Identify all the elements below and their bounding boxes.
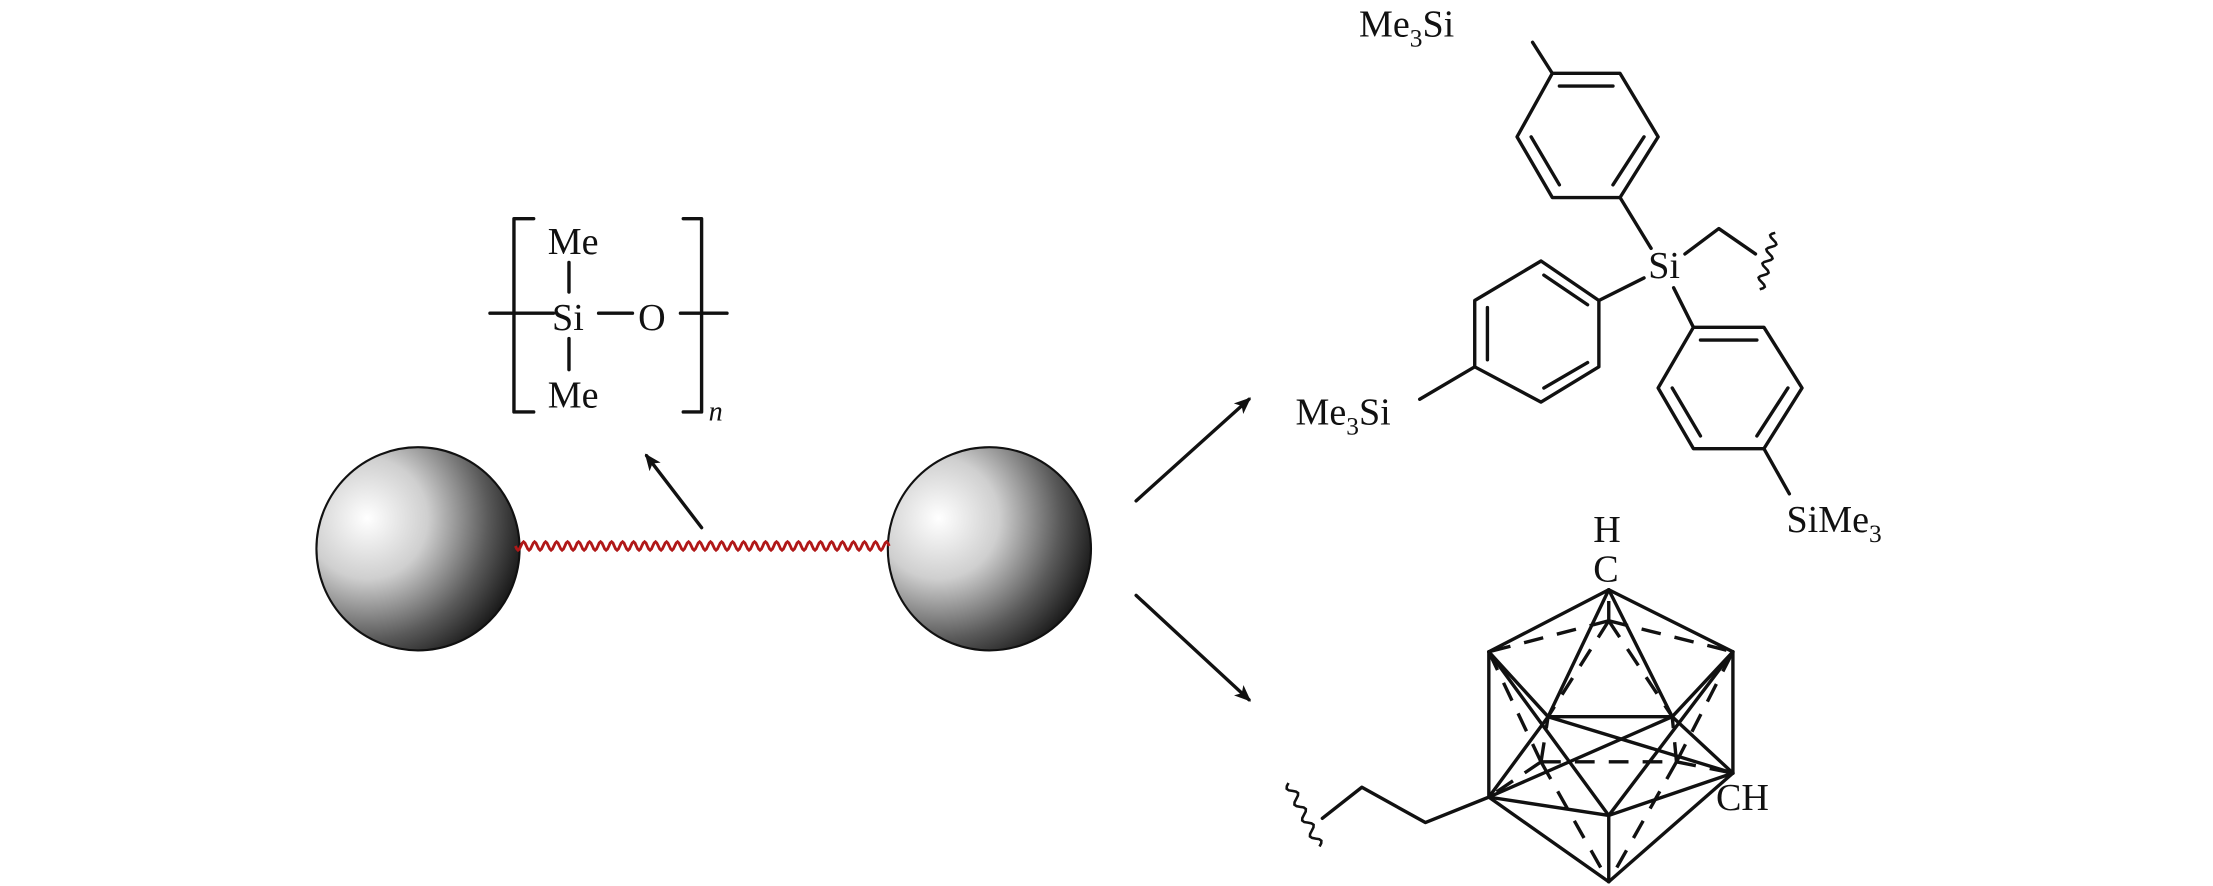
label-right-sime3: SiMe3 (1787, 499, 1882, 548)
red-wavy-linker (514, 539, 891, 553)
label-si: Si (552, 297, 584, 339)
cage-edge-UL-BM (1487, 650, 1611, 818)
label-top-me3si: Me3Si (1359, 4, 1454, 53)
cage-edge-BM-CH (1607, 771, 1735, 818)
cage-edge-BRx-B (1607, 761, 1678, 883)
cage-edge-BU-MR (1607, 619, 1674, 718)
cage-front-edges (1487, 588, 1735, 884)
right-benzene-ring (1656, 325, 1804, 451)
cage-edge-BRx-CH (1676, 760, 1734, 775)
cage-edge-BU-UL (1488, 619, 1610, 654)
label-repeat-n: n (709, 396, 723, 427)
bond-left-si (1418, 365, 1477, 401)
cage-edge-T-UL (1487, 588, 1611, 654)
cage-edge-MR-CH (1670, 715, 1735, 775)
cage-back-edges (1487, 589, 1735, 883)
cage-edge-BLx-LL (1487, 760, 1542, 799)
carborane-attachment-wavy-bond (1285, 782, 1323, 848)
arrow-to-polymer (644, 453, 704, 530)
label-left-me3si: Me3Si (1296, 392, 1391, 441)
ethylene-linker-bonds (1320, 785, 1491, 825)
left-benzene-ring (1473, 259, 1601, 404)
attachment-wavy-bond (1757, 231, 1778, 291)
cage-edge-BLx-B (1539, 761, 1611, 883)
cage-edge-BLx-UL (1487, 651, 1543, 763)
pdms-repeat-unit: Me Si O Me n (488, 216, 729, 427)
bond-si-left-ring (1597, 276, 1646, 303)
label-carborane-ch: CH (1716, 777, 1769, 819)
tris-trimethylsilylphenyl-silane: Me3Si Si Me3Si SiMe3 (1296, 4, 1882, 548)
right-sphere (886, 446, 1093, 652)
cage-edge-ML-CH (1546, 715, 1735, 775)
cage-edge-BU-ML (1546, 619, 1611, 718)
label-o: O (638, 297, 666, 339)
top-ring-double-bonds (1529, 84, 1646, 187)
bond-si-ch2 (1683, 226, 1758, 256)
cage-edge-MR-LL (1487, 715, 1674, 799)
cage-edge-BRx-MR (1670, 716, 1679, 763)
cage-edge-UR-BM (1607, 650, 1735, 818)
bond-ring-si (1618, 195, 1653, 250)
cage-edge-BU-UR (1608, 619, 1734, 654)
right-bracket (681, 216, 704, 414)
cage-edge-LL-B (1487, 795, 1611, 884)
left-bracket (512, 216, 536, 414)
cage-edge-T-UR (1607, 588, 1735, 654)
carborane-cluster: H C CH (1285, 509, 1769, 884)
cage-edge-ML-LL (1487, 715, 1550, 799)
left-ring-double-bonds (1485, 273, 1590, 390)
bond-right-si (1762, 446, 1792, 496)
cage-edge-BLx-ML (1539, 716, 1550, 763)
arrow-to-silane (1134, 397, 1252, 503)
label-central-si: Si (1648, 245, 1680, 287)
cage-edge-CH-B (1607, 771, 1735, 884)
label-carborane-c: C (1593, 548, 1618, 590)
label-me-bottom: Me (548, 375, 599, 417)
cage-edge-T-MR (1607, 588, 1674, 719)
cage-edge-T-ML (1546, 588, 1611, 719)
cage-edge-BRx-UR (1674, 651, 1735, 763)
cage-edge-LL-BM (1487, 795, 1611, 818)
top-benzene-ring (1515, 71, 1660, 200)
right-ring-double-bonds (1670, 338, 1790, 438)
label-me-top: Me (548, 221, 599, 263)
arrow-to-carborane (1134, 593, 1252, 702)
bond-si-right-ring (1671, 286, 1696, 330)
left-sphere (315, 446, 521, 652)
label-carborane-h: H (1593, 509, 1620, 551)
bond-top-si (1530, 40, 1555, 76)
